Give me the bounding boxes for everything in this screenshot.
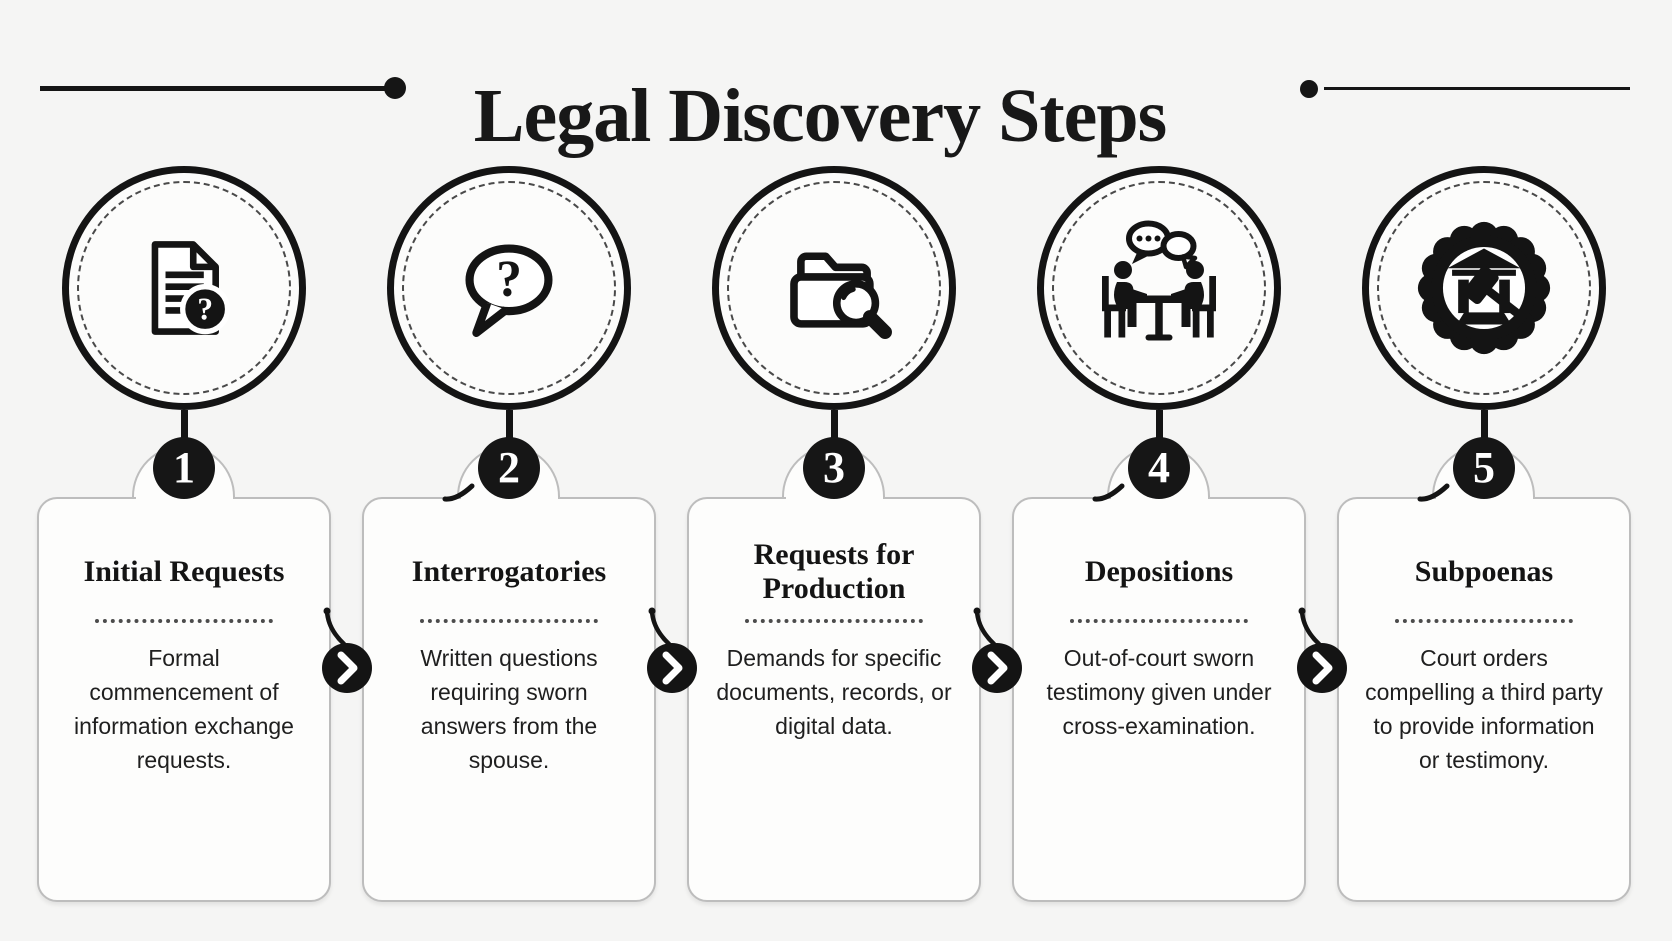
badge-tail-squiggle xyxy=(442,478,476,507)
step-column-requests-for-production: Requests for Production Demands for spec… xyxy=(687,0,982,941)
circle-card-connector xyxy=(506,410,513,439)
title-rule-right-dot xyxy=(1300,80,1318,98)
step-number-badge: 3 xyxy=(803,437,865,499)
step-icon-circle: ? xyxy=(62,166,306,410)
dashed-ring xyxy=(77,181,291,395)
svg-text:?: ? xyxy=(197,292,213,327)
step-title: Requests for Production xyxy=(753,537,915,606)
step-card: Interrogatories Written questions requir… xyxy=(362,497,656,902)
step-icon-circle: ? xyxy=(387,166,631,410)
step-description: Written questions requiring sworn answer… xyxy=(420,645,598,774)
step-description: Court orders compelling a third party to… xyxy=(1365,645,1603,774)
dotted-divider xyxy=(1070,619,1248,623)
circle-card-connector xyxy=(831,410,838,439)
step-description: Out-of-court sworn testimony given under… xyxy=(1046,645,1272,740)
step-card: Initial Requests Formal commencement of … xyxy=(37,497,331,902)
next-step-arrow xyxy=(647,643,697,693)
dotted-divider xyxy=(95,619,273,623)
step-column-initial-requests: ? Initial Requests Formal commencement o… xyxy=(37,0,332,941)
svg-text:?: ? xyxy=(496,251,522,308)
step-title: Interrogatories xyxy=(411,554,607,588)
step-icon-circle xyxy=(712,166,956,410)
step-number-badge: 4 xyxy=(1128,437,1190,499)
step-description: Formal commencement of information excha… xyxy=(74,645,294,774)
step-title: Subpoenas xyxy=(1414,554,1554,588)
dotted-divider xyxy=(745,619,923,623)
arrow-tail-squiggle xyxy=(1293,606,1327,653)
step-column-depositions: Depositions Out-of-court sworn testimony… xyxy=(1012,0,1307,941)
step-column-interrogatories: ? Interrogatories Written questions requ… xyxy=(362,0,657,941)
circle-card-connector xyxy=(1156,410,1163,439)
next-step-arrow xyxy=(972,643,1022,693)
title-rule-left-dot xyxy=(384,77,406,99)
dotted-divider xyxy=(1395,619,1573,623)
step-card: Subpoenas Court orders compelling a thir… xyxy=(1337,497,1631,902)
step-icon-circle xyxy=(1362,166,1606,410)
step-icon-circle xyxy=(1037,166,1281,410)
next-step-arrow xyxy=(322,643,372,693)
title-rule-left xyxy=(40,86,386,91)
dotted-divider xyxy=(420,619,598,623)
document-question-icon: ? xyxy=(69,173,299,403)
arrow-tail-squiggle xyxy=(968,606,1002,653)
badge-tail-squiggle xyxy=(1417,478,1451,507)
step-title: Depositions xyxy=(1084,554,1234,588)
circle-card-connector xyxy=(181,410,188,439)
step-number-badge: 1 xyxy=(153,437,215,499)
court-seal-gavel-icon xyxy=(1369,173,1599,403)
step-title: Initial Requests xyxy=(83,554,285,588)
next-step-arrow xyxy=(1297,643,1347,693)
page-title: Legal Discovery Steps xyxy=(473,73,1167,158)
speech-bubble-question-icon: ? xyxy=(394,173,624,403)
dashed-ring xyxy=(727,181,941,395)
step-number-badge: 2 xyxy=(478,437,540,499)
step-number-badge: 5 xyxy=(1453,437,1515,499)
badge-tail-squiggle xyxy=(1092,478,1126,507)
step-column-subpoenas: Subpoenas Court orders compelling a thir… xyxy=(1337,0,1632,941)
arrow-tail-squiggle xyxy=(318,606,352,653)
step-card: Requests for Production Demands for spec… xyxy=(687,497,981,902)
arrow-tail-squiggle xyxy=(643,606,677,653)
folder-search-icon xyxy=(719,173,949,403)
dashed-ring xyxy=(1377,181,1591,395)
step-description: Demands for specific documents, records,… xyxy=(716,645,952,740)
dashed-ring xyxy=(402,181,616,395)
step-card: Depositions Out-of-court sworn testimony… xyxy=(1012,497,1306,902)
dashed-ring xyxy=(1052,181,1266,395)
deposition-meeting-icon xyxy=(1044,173,1274,403)
circle-card-connector xyxy=(1481,410,1488,439)
title-rule-right xyxy=(1324,87,1630,90)
